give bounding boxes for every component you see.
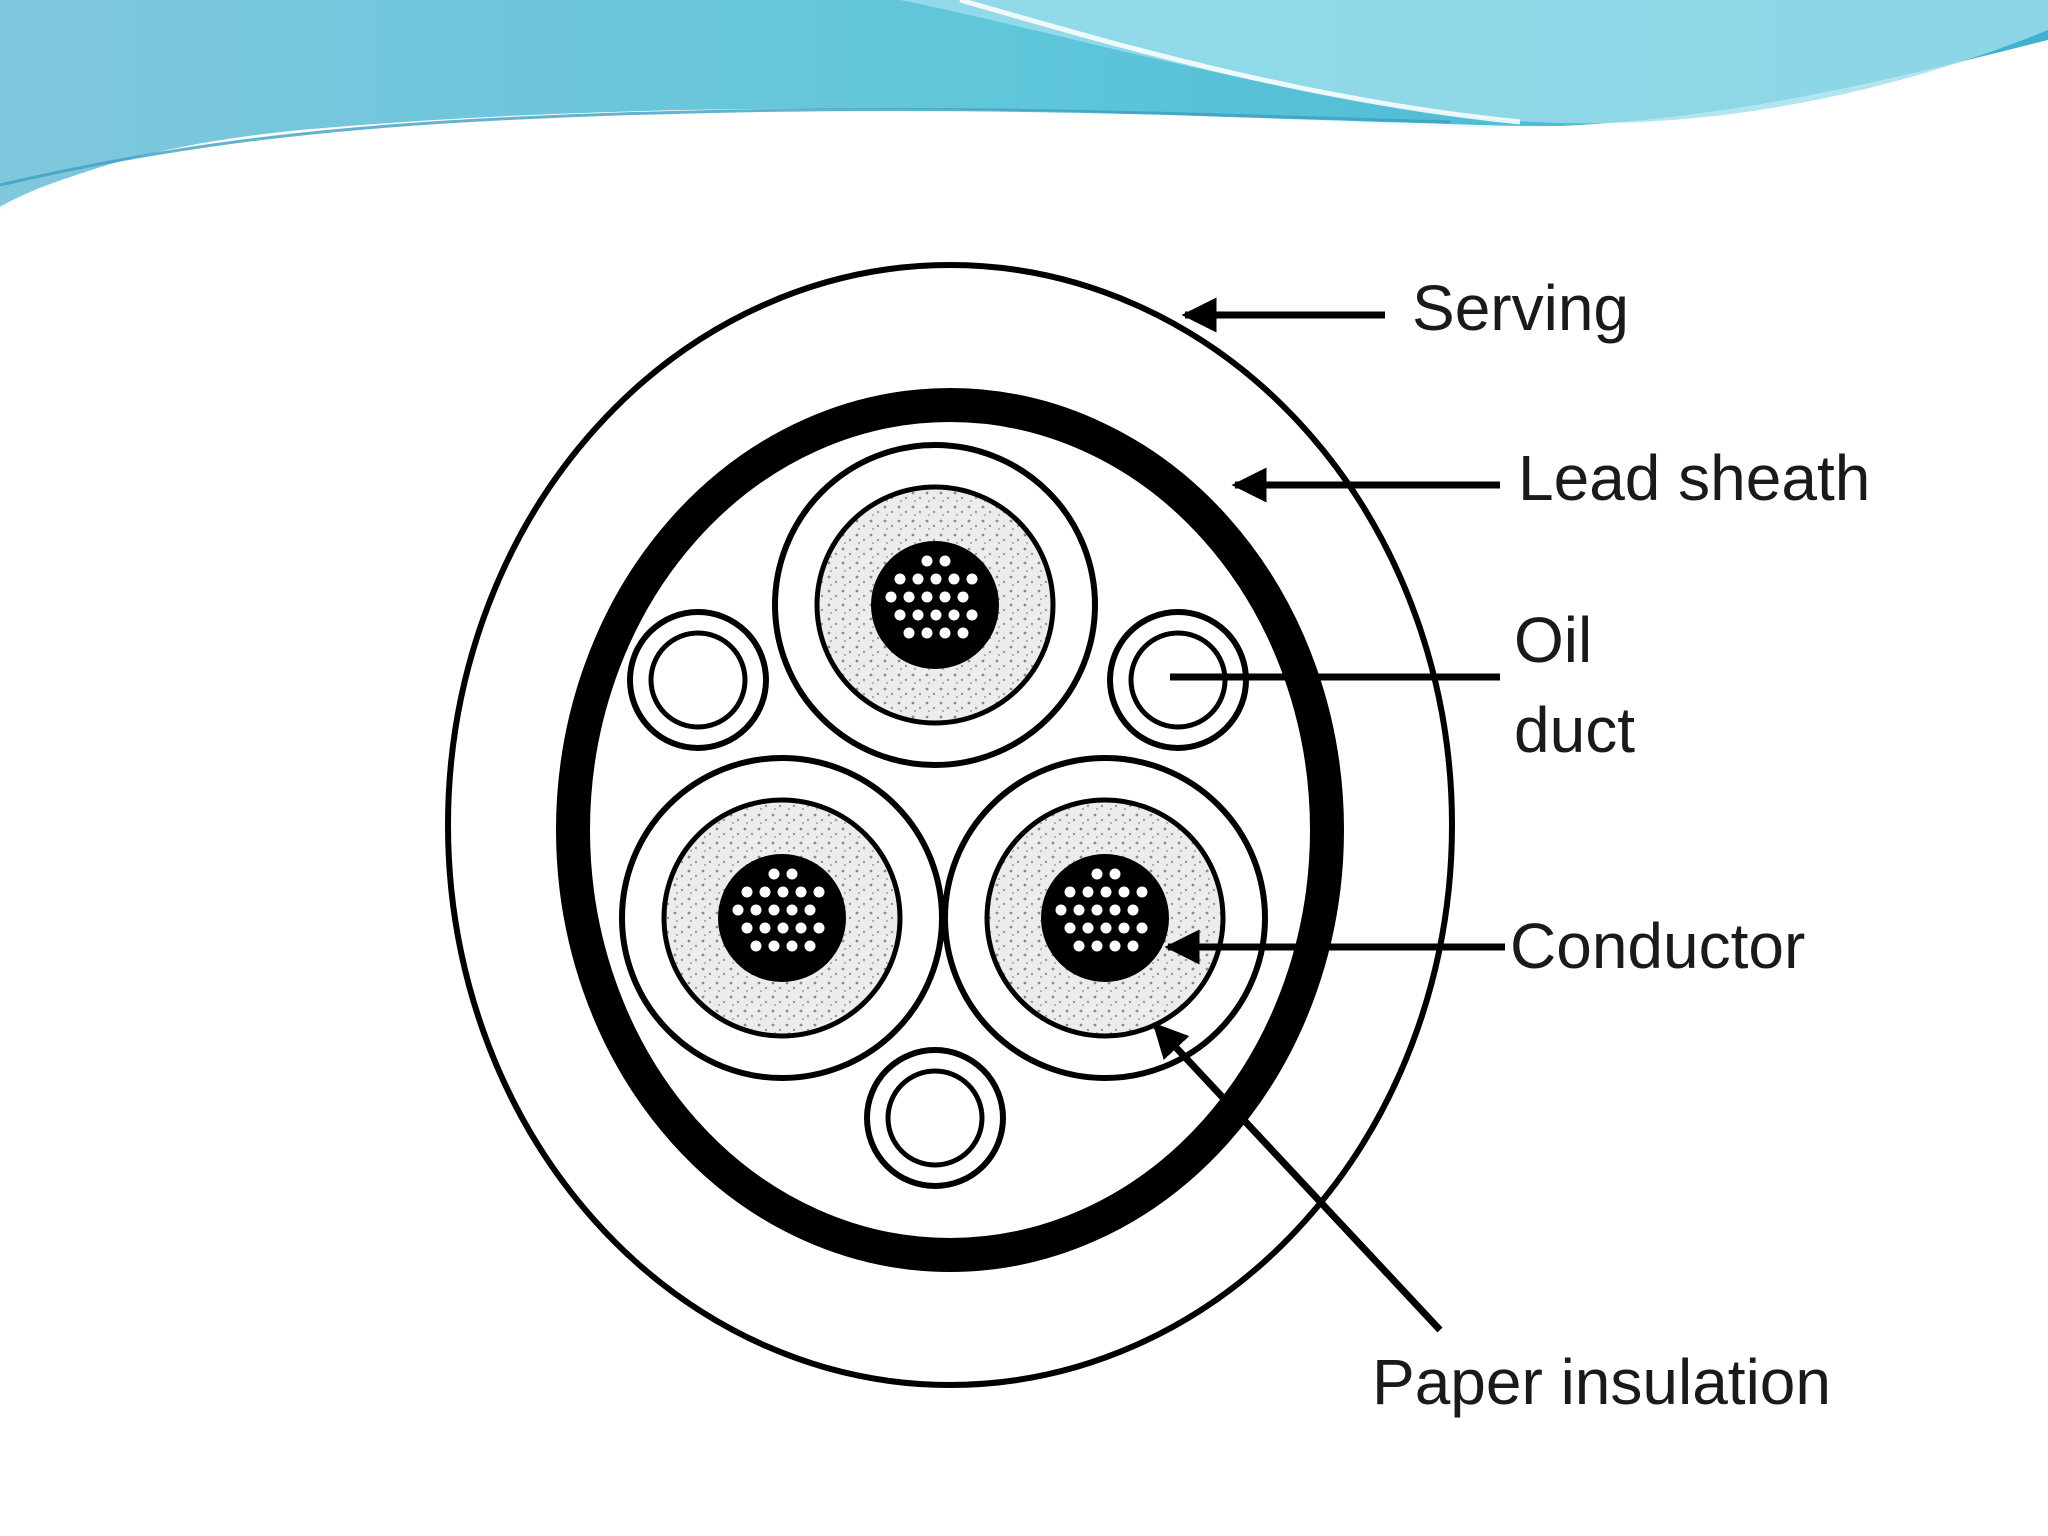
conductor-strand xyxy=(921,627,933,639)
conductor-strand xyxy=(768,940,780,952)
label-lead-sheath: Lead sheath xyxy=(1518,442,1870,514)
conductor-strand xyxy=(813,886,825,898)
core-bottom-left xyxy=(619,755,945,1081)
conductor-strand xyxy=(1109,904,1121,916)
conductor-strand xyxy=(966,573,978,585)
conductor-strand xyxy=(957,627,969,639)
conductor-strand xyxy=(1091,940,1103,952)
label-oil-duct-line1: Oil xyxy=(1514,604,1592,676)
conductor-strand xyxy=(786,940,798,952)
conductor-strand xyxy=(885,591,897,603)
conductor-strand xyxy=(930,573,942,585)
paper-insulation-leader xyxy=(1152,1022,1443,1333)
conductor-strand xyxy=(804,940,816,952)
conductor-strand xyxy=(903,591,915,603)
conductor-strand xyxy=(921,591,933,603)
conductor-strand xyxy=(1055,904,1067,916)
conductor-strand xyxy=(894,573,906,585)
conductor-strand xyxy=(1136,886,1148,898)
conductor-strand xyxy=(1118,886,1130,898)
conductor-strand xyxy=(1082,886,1094,898)
conductor-strand xyxy=(1100,922,1112,934)
conductor-strand xyxy=(1100,886,1112,898)
conductor-strand xyxy=(768,868,780,880)
conductor-strand xyxy=(939,555,951,567)
conductor-strand xyxy=(1064,922,1076,934)
conductor-strand xyxy=(1109,868,1121,880)
conductor-strand xyxy=(795,886,807,898)
conductor-strand xyxy=(1091,904,1103,916)
slide-header-wave xyxy=(0,0,2048,213)
conductor-strand xyxy=(1082,922,1094,934)
conductor-strand xyxy=(1136,922,1148,934)
core-bottom-right xyxy=(942,755,1268,1081)
conductor-strand xyxy=(750,904,762,916)
conductor-strand xyxy=(813,922,825,934)
conductor-strand xyxy=(795,922,807,934)
conductor-strand xyxy=(759,886,771,898)
conductor-strand xyxy=(939,591,951,603)
conductor-strand xyxy=(777,922,789,934)
conductor-strand xyxy=(804,904,816,916)
conductor-strands xyxy=(732,555,1148,952)
conductor-strand xyxy=(957,591,969,603)
oil-duct-bottom xyxy=(864,1047,1006,1189)
conductor-strand xyxy=(921,555,933,567)
conductor-strand xyxy=(741,886,753,898)
conductor-strand xyxy=(732,904,744,916)
conductor-strand xyxy=(1073,940,1085,952)
conductor-strand xyxy=(939,627,951,639)
conductor-strand xyxy=(948,609,960,621)
conductor-strand xyxy=(741,922,753,934)
conductor-strand xyxy=(1127,940,1139,952)
conductor-strand xyxy=(948,573,960,585)
conductor-strand xyxy=(912,609,924,621)
label-paper-insulation: Paper insulation xyxy=(1372,1346,1831,1418)
conductor-strand xyxy=(1064,886,1076,898)
conductor-strand xyxy=(1091,868,1103,880)
conductor-strand xyxy=(786,904,798,916)
conductor-strand xyxy=(894,609,906,621)
conductor-strand xyxy=(1127,904,1139,916)
conductor-strand xyxy=(777,886,789,898)
label-conductor: Conductor xyxy=(1510,910,1805,982)
core-top xyxy=(772,442,1098,768)
conductor-strand xyxy=(1118,922,1130,934)
conductor-strand xyxy=(750,940,762,952)
conductor-strand xyxy=(1109,940,1121,952)
label-serving: Serving xyxy=(1412,272,1629,344)
conductor-strand xyxy=(1073,904,1085,916)
conductor-strand xyxy=(786,868,798,880)
conductor-strand xyxy=(759,922,771,934)
oil-duct-left xyxy=(627,609,769,751)
conductor-strand xyxy=(768,904,780,916)
label-oil-duct-line2: duct xyxy=(1514,694,1635,766)
conductor-strand xyxy=(912,573,924,585)
conductor-strand xyxy=(930,609,942,621)
conductor-strand xyxy=(903,627,915,639)
conductor-strand xyxy=(966,609,978,621)
